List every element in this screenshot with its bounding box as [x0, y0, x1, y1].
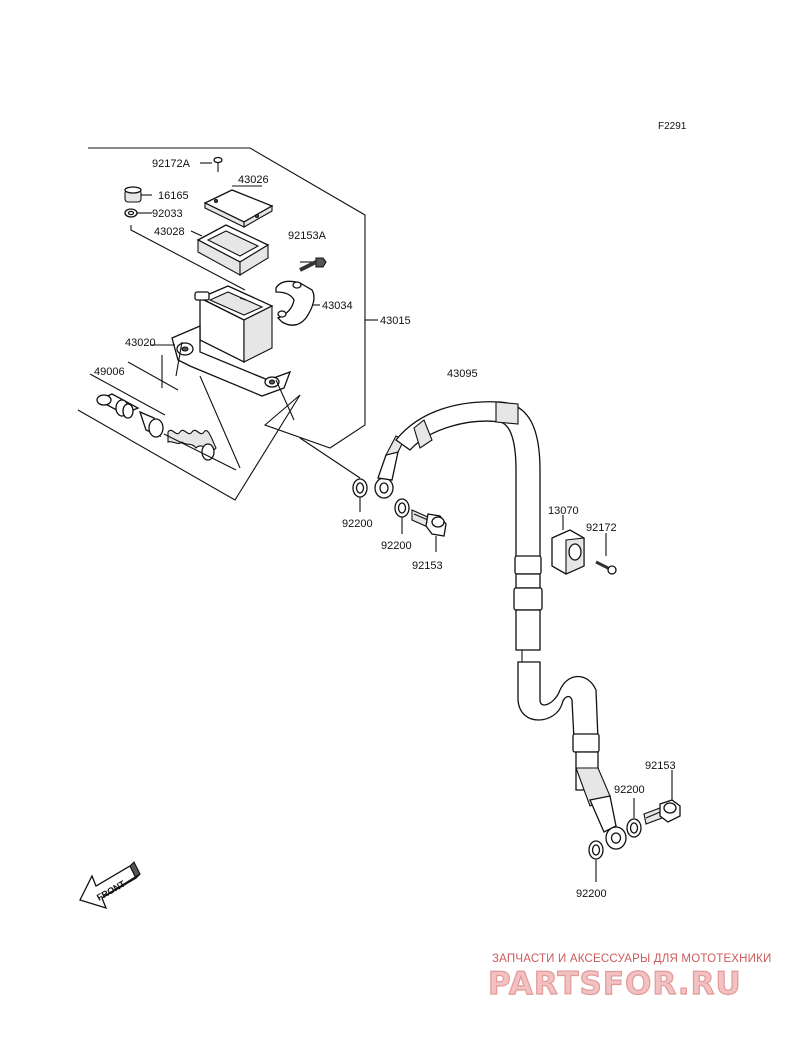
label-43026[interactable]: 43026: [238, 174, 269, 186]
watermark: ЗАПЧАСТИ И АКСЕССУАРЫ ДЛЯ МОТОТЕХНИКИ PA…: [487, 953, 772, 1003]
label-92200-c[interactable]: 92200: [614, 784, 645, 796]
front-arrow-icon: FRONT: [79, 861, 141, 910]
label-13070[interactable]: 13070: [548, 505, 579, 517]
screw-92172-part: [595, 533, 617, 575]
label-92153a[interactable]: 92153A: [288, 230, 327, 242]
brake-hose-43095-part: [374, 401, 627, 850]
label-92153-b[interactable]: 92153: [645, 760, 676, 772]
label-43015[interactable]: 43015: [380, 315, 411, 327]
screw-92172a-part: [200, 156, 223, 172]
assembly-43015-outline: [77, 147, 378, 501]
banjo-bolt-92153-lower-part: [643, 770, 681, 825]
label-92200-a[interactable]: 92200: [342, 518, 373, 530]
label-92200-d[interactable]: 92200: [576, 888, 607, 900]
label-92153-a[interactable]: 92153: [412, 560, 443, 572]
washer-92200-upper-a-part: [352, 478, 368, 512]
bolt-92153a-part: [299, 257, 327, 272]
cap-16165-part: [124, 186, 152, 203]
part-labels: 92172A 16165 92033 43026 43028 92153A 43…: [94, 158, 676, 900]
washer-92200-lower-a-part: [626, 798, 642, 838]
label-92033[interactable]: 92033: [152, 208, 183, 220]
washer-92033-part: [124, 208, 246, 291]
piston-set-43020-part: [89, 361, 237, 471]
cover-43026-part: [203, 185, 274, 228]
clamp-13070-part: [551, 515, 585, 575]
label-43034[interactable]: 43034: [322, 300, 353, 312]
label-92172[interactable]: 92172: [586, 522, 617, 534]
banjo-bolt-92153-upper-part: [411, 509, 447, 552]
washer-92200-lower-b-part: [588, 840, 604, 882]
watermark-brand: PARTSFOR.RU: [488, 966, 742, 1002]
label-43028[interactable]: 43028: [154, 226, 185, 238]
diaphragm-43028-part: [190, 224, 270, 276]
label-92200-b[interactable]: 92200: [381, 540, 412, 552]
label-43095[interactable]: 43095: [447, 368, 478, 380]
clamp-43034-part: [275, 280, 320, 326]
watermark-caption: ЗАПЧАСТИ И АКСЕССУАРЫ ДЛЯ МОТОТЕХНИКИ: [492, 953, 772, 965]
label-43020[interactable]: 43020: [125, 337, 156, 349]
label-92172a[interactable]: 92172A: [152, 158, 191, 170]
label-16165[interactable]: 16165: [158, 190, 189, 202]
washer-92200-upper-b-part: [394, 498, 410, 534]
label-49006[interactable]: 49006: [94, 366, 125, 378]
leader-lines: [150, 341, 361, 479]
figure-code: F2291: [658, 121, 687, 132]
master-cylinder-body-part: [171, 285, 292, 397]
